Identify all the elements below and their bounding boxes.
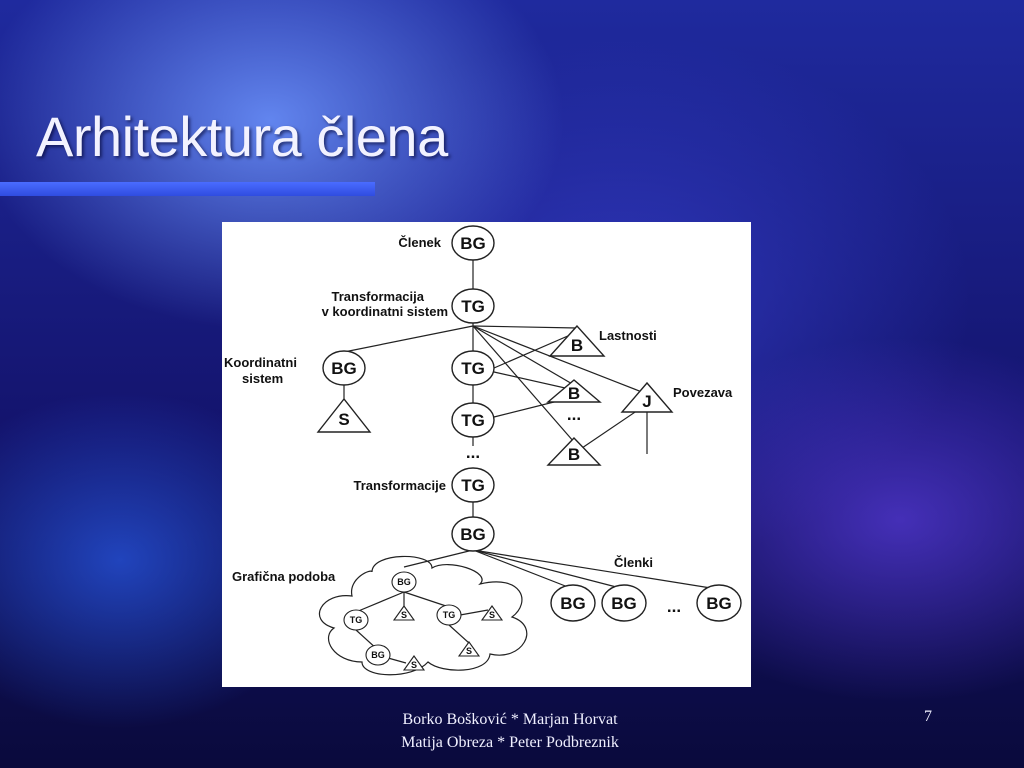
slide-title: Arhitektura člena — [36, 105, 448, 168]
label-povezava: Povezava — [673, 385, 733, 400]
inner-node-tg-2-label: TG — [443, 610, 456, 620]
label-koordinatni-line1: Koordinatni — [224, 355, 297, 370]
graphic-outline-cloud — [319, 555, 528, 676]
inner-node-s-1 — [392, 605, 416, 621]
slide-page-number: 7 — [924, 708, 932, 725]
node-s-label: S — [338, 410, 349, 429]
node-b-lastnosti — [548, 324, 606, 357]
node-bg-child-1 — [550, 584, 596, 622]
node-s-triangle — [316, 397, 372, 433]
inner-node-bg-2 — [365, 644, 391, 666]
node-tg-transformacije — [451, 467, 495, 503]
node-b-3-label: B — [568, 445, 580, 464]
node-b-2-label: B — [568, 384, 580, 403]
node-tg-mid-2-label: TG — [461, 411, 485, 430]
node-bg-clenek-label: BG — [460, 234, 486, 253]
node-bg-lower — [451, 516, 495, 552]
node-bg-lower-label: BG — [460, 525, 486, 544]
label-graficna-podoba: Grafična podoba — [232, 569, 336, 584]
inner-node-tg-2 — [436, 604, 462, 626]
label-transformacija-line1: Transformacija — [332, 289, 425, 304]
node-bg-koordinatni-label: BG — [331, 359, 357, 378]
node-bg-koordinatni — [322, 350, 366, 386]
node-tg-mid-1-label: TG — [461, 359, 485, 378]
ellipsis-mid: ... — [466, 443, 480, 462]
node-b-lastnosti-label: B — [571, 336, 583, 355]
inner-node-s-3 — [402, 655, 426, 671]
label-clenki: Členki — [614, 555, 653, 570]
node-bg-clenek — [451, 225, 495, 261]
connector-lines — [343, 260, 718, 664]
inner-node-s-1-label: S — [401, 610, 407, 620]
ellipsis-children: ... — [667, 597, 681, 616]
node-tg-transformacija — [451, 288, 495, 324]
label-koordinatni-line2: sistem — [242, 371, 283, 386]
title-underline-bar — [0, 182, 375, 196]
ellipsis-b: ... — [567, 405, 581, 424]
node-bg-child-1-label: BG — [560, 594, 586, 613]
node-j-povezava — [620, 381, 674, 413]
inner-node-tg-1-label: TG — [350, 615, 363, 625]
node-bg-child-2 — [601, 584, 647, 622]
diagram-svg: BG TG BG S TG TG ... TG BG B B ... B J — [224, 225, 742, 676]
inner-node-s-4 — [457, 641, 481, 657]
inner-node-bg-1 — [391, 571, 417, 593]
inner-node-s-4-label: S — [466, 646, 472, 656]
slide-footer: Borko Bošković * Marjan Horvat Matija Ob… — [340, 708, 680, 754]
node-bg-child-3-label: BG — [706, 594, 732, 613]
node-tg-mid-1 — [451, 350, 495, 386]
node-bg-child-2-label: BG — [611, 594, 637, 613]
inner-node-bg-2-label: BG — [371, 650, 385, 660]
inner-node-bg-1-label: BG — [397, 577, 411, 587]
label-transformacija-line2: v koordinatni sistem — [322, 304, 448, 319]
label-clenek: Členek — [398, 235, 441, 250]
node-tg-mid-2 — [451, 402, 495, 438]
node-tg-transformacije-label: TG — [461, 476, 485, 495]
inner-node-tg-1 — [343, 609, 369, 631]
node-bg-child-3 — [696, 584, 742, 622]
architecture-diagram: BG TG BG S TG TG ... TG BG B B ... B J — [222, 222, 751, 687]
node-b-3 — [546, 436, 602, 466]
node-b-2 — [546, 379, 602, 403]
footer-authors-line-1: Borko Bošković * Marjan Horvat — [402, 711, 618, 728]
label-lastnosti: Lastnosti — [599, 328, 657, 343]
inner-node-s-2-label: S — [489, 610, 495, 620]
footer-authors-line-2: Matija Obreza * Peter Podbreznik — [401, 734, 619, 751]
label-transformacije: Transformacije — [354, 478, 447, 493]
inner-node-s-2 — [480, 605, 504, 621]
node-j-label: J — [642, 392, 651, 411]
inner-node-s-3-label: S — [411, 660, 417, 670]
node-tg-transformacija-label: TG — [461, 297, 485, 316]
